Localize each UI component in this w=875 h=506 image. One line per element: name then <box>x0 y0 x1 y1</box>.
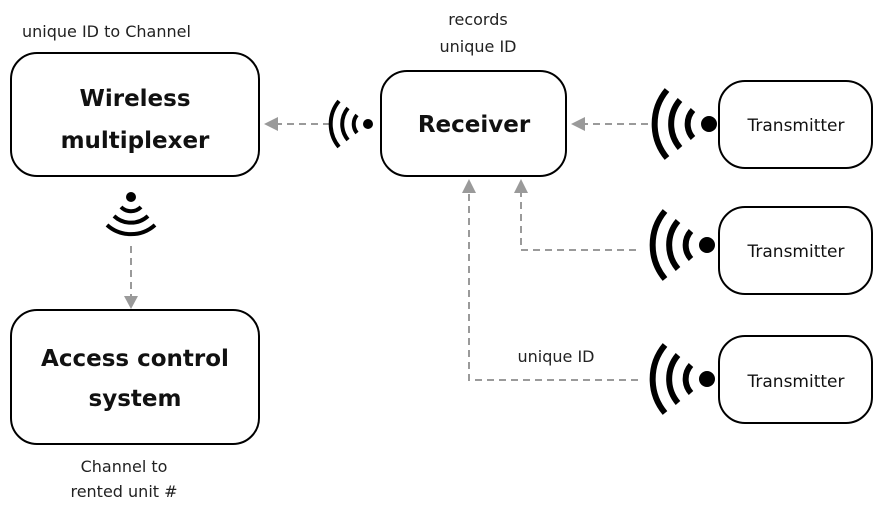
access-control-label-line1: Access control <box>41 346 229 372</box>
arrowhead-multiplexer <box>264 117 278 131</box>
connector-transmitter2-to-receiver <box>520 192 636 251</box>
receiver-node: Receiver <box>380 70 567 177</box>
transmitter-id-annotation: unique ID <box>518 347 595 366</box>
wireless-signal-icon <box>649 343 715 415</box>
multiplexer-annotation: unique ID to Channel <box>22 22 191 41</box>
multiplexer-label-line1: Wireless <box>79 86 190 112</box>
access-annotation-line2: rented unit # <box>70 482 177 501</box>
transmitter-node: Transmitter <box>718 80 873 169</box>
transmitter-box <box>718 335 873 424</box>
arrowhead-access-control <box>124 296 138 309</box>
receiver-annotation-line2: unique ID <box>440 37 517 56</box>
wireless-signal-icon <box>649 209 715 281</box>
receiver-label: Receiver <box>418 112 531 138</box>
receiver-annotation-line1: records <box>448 10 507 29</box>
wireless-signal-icon <box>328 99 373 149</box>
transmitter-node: Transmitter <box>718 335 873 424</box>
multiplexer-node: Wireless multiplexer <box>10 52 260 177</box>
transmitter-label: Transmitter <box>747 116 845 136</box>
access-control-node: Access control system <box>10 309 260 445</box>
access-control-label-line2: system <box>89 386 182 412</box>
wireless-signal-icon <box>651 88 717 160</box>
access-annotation-line1: Channel to <box>81 457 168 476</box>
transmitter-node: Transmitter <box>718 206 873 295</box>
multiplexer-label-line2: multiplexer <box>61 128 210 154</box>
multiplexer-box <box>10 52 260 177</box>
transmitter-box <box>718 80 873 169</box>
arrowhead-receiver-bottom-left <box>462 179 476 193</box>
connector-transmitter3-to-receiver <box>468 192 638 381</box>
receiver-box <box>380 70 567 177</box>
arrowhead-receiver-right <box>571 117 585 131</box>
access-control-box <box>10 309 260 445</box>
transmitter-label: Transmitter <box>747 372 845 392</box>
connectors <box>124 117 648 381</box>
wireless-signal-icon <box>105 192 157 237</box>
transmitter-label: Transmitter <box>747 242 845 262</box>
transmitter-box <box>718 206 873 295</box>
arrowhead-receiver-bottom-right <box>514 179 528 193</box>
